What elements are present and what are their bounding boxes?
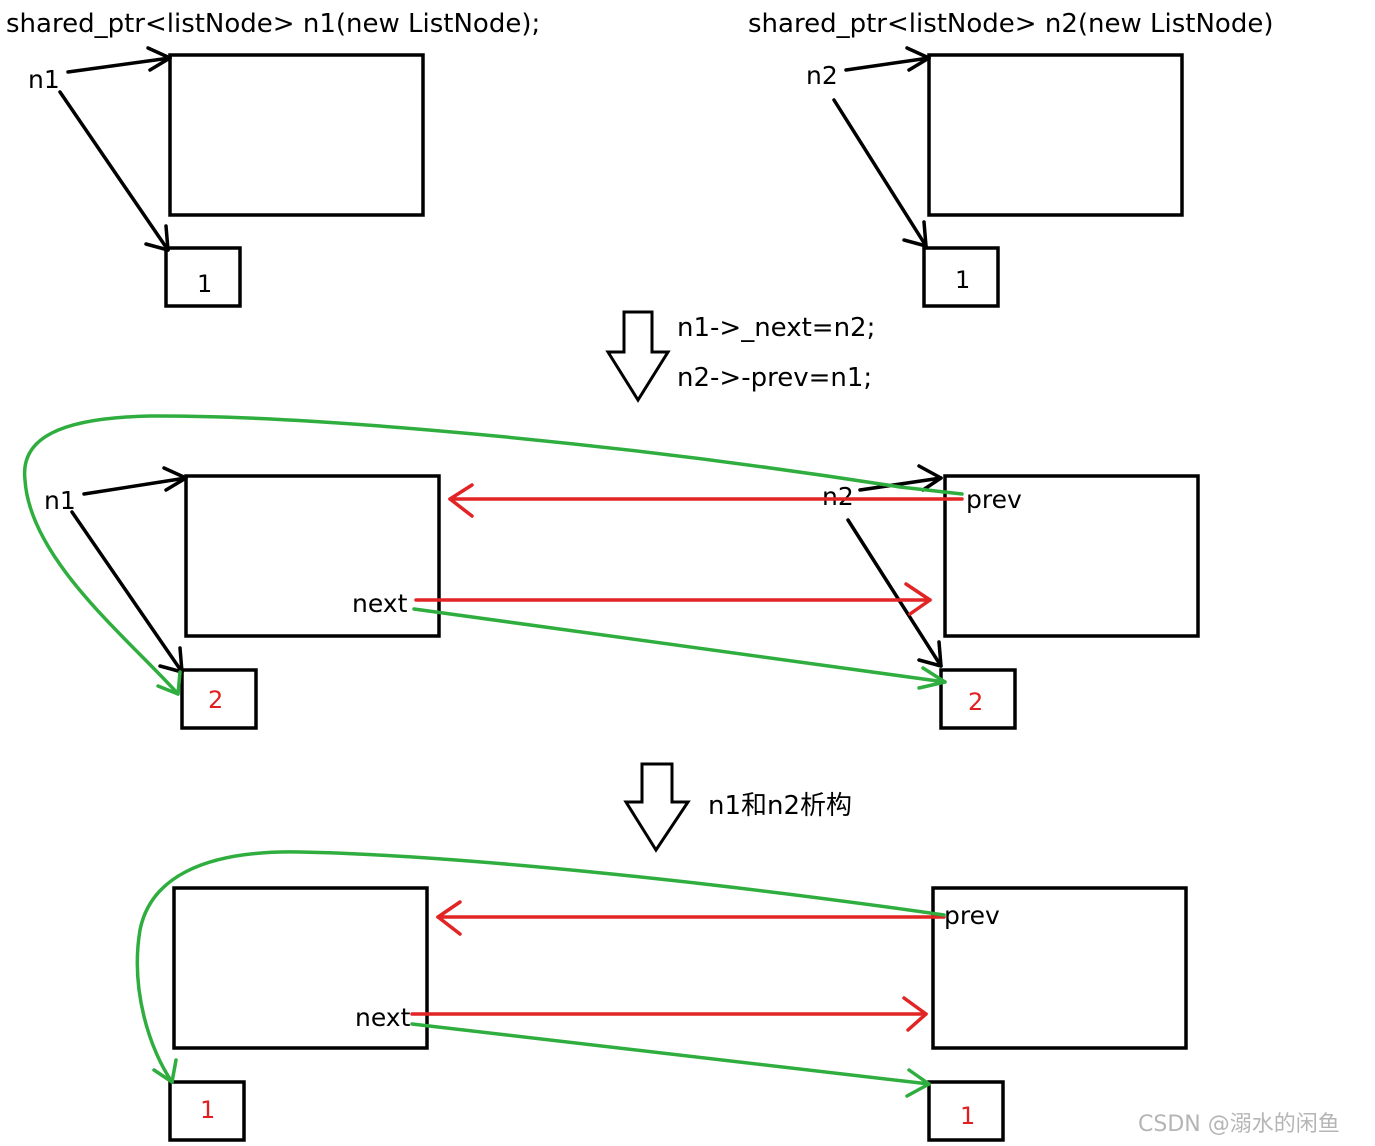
- refcount-n2-box: [922, 246, 1000, 308]
- arrow-n2-to-node: [844, 46, 931, 72]
- refcount-n1-box-destroyed: [168, 1080, 246, 1142]
- red-arrow-prev-to-n1: [448, 483, 964, 518]
- arrow-n2-to-count-linked: [846, 518, 943, 668]
- prev-field-label: prev: [966, 485, 1022, 514]
- refcount-n2-value-destroyed: 1: [960, 1102, 975, 1130]
- code-n2-declaration: shared_ptr<listNode> n2(new ListNode): [748, 9, 1273, 39]
- refcount-n2-value-linked: 2: [968, 688, 983, 716]
- arrow-n2-to-node-linked: [858, 464, 943, 492]
- listnode-n2-box: [927, 53, 1184, 217]
- pointer-n2-label-linked: n2: [822, 482, 854, 511]
- arrow-n2-to-count: [832, 98, 928, 248]
- refcount-n1-value-linked: 2: [208, 686, 223, 714]
- watermark-text: CSDN @溺水的闲鱼: [1138, 1112, 1340, 1137]
- arrow-n1-to-node: [66, 46, 172, 74]
- code-n1-declaration: shared_ptr<listNode> n1(new ListNode);: [6, 9, 540, 39]
- step-down-arrow-icon: [605, 310, 671, 403]
- step2-caption: n1和n2析构: [708, 791, 852, 821]
- refcount-n1-box: [164, 246, 242, 308]
- refcount-n1-box-linked: [180, 668, 258, 730]
- arrow-n1-to-count: [58, 90, 170, 252]
- prev-field-label-destroyed: prev: [944, 901, 1000, 930]
- green-arrow-next-to-count-n2: [412, 607, 947, 690]
- green-arrow-next-to-count-n2-destroyed: [410, 1022, 931, 1098]
- listnode-n2-box-linked: [943, 474, 1200, 638]
- refcount-n2-box-destroyed: [927, 1080, 1005, 1142]
- arrow-n1-to-count-linked: [70, 510, 184, 674]
- next-field-label-destroyed: next: [355, 1003, 411, 1032]
- green-arrow-prev-to-count-n1: [22, 414, 964, 696]
- step1-code-line1: n1->_next=n2;: [677, 313, 875, 343]
- red-arrow-prev-to-n1-destroyed: [436, 900, 946, 936]
- listnode-n1-box: [168, 53, 425, 217]
- refcount-n1-value-destroyed: 1: [200, 1096, 215, 1124]
- refcount-n2-value: 1: [955, 266, 970, 294]
- listnode-n1-box-destroyed: [172, 886, 429, 1050]
- refcount-n2-box-linked: [939, 668, 1017, 730]
- refcount-n1-value: 1: [197, 270, 212, 298]
- pointer-n1-label: n1: [28, 65, 60, 94]
- arrow-n1-to-node-linked: [82, 466, 188, 496]
- pointer-n1-label-linked: n1: [44, 486, 76, 515]
- next-field-label: next: [352, 589, 408, 618]
- green-arrow-prev-to-count-n1-destroyed: [135, 850, 946, 1084]
- pointer-n2-label: n2: [806, 61, 838, 90]
- red-arrow-next-to-n2-destroyed: [410, 996, 928, 1032]
- listnode-n2-box-destroyed: [931, 886, 1188, 1050]
- step1-code-line2: n2->-prev=n1;: [677, 363, 872, 393]
- step-down-arrow-2-icon: [623, 762, 691, 853]
- listnode-n1-box-linked: [184, 474, 441, 638]
- red-arrow-next-to-n2: [414, 582, 932, 616]
